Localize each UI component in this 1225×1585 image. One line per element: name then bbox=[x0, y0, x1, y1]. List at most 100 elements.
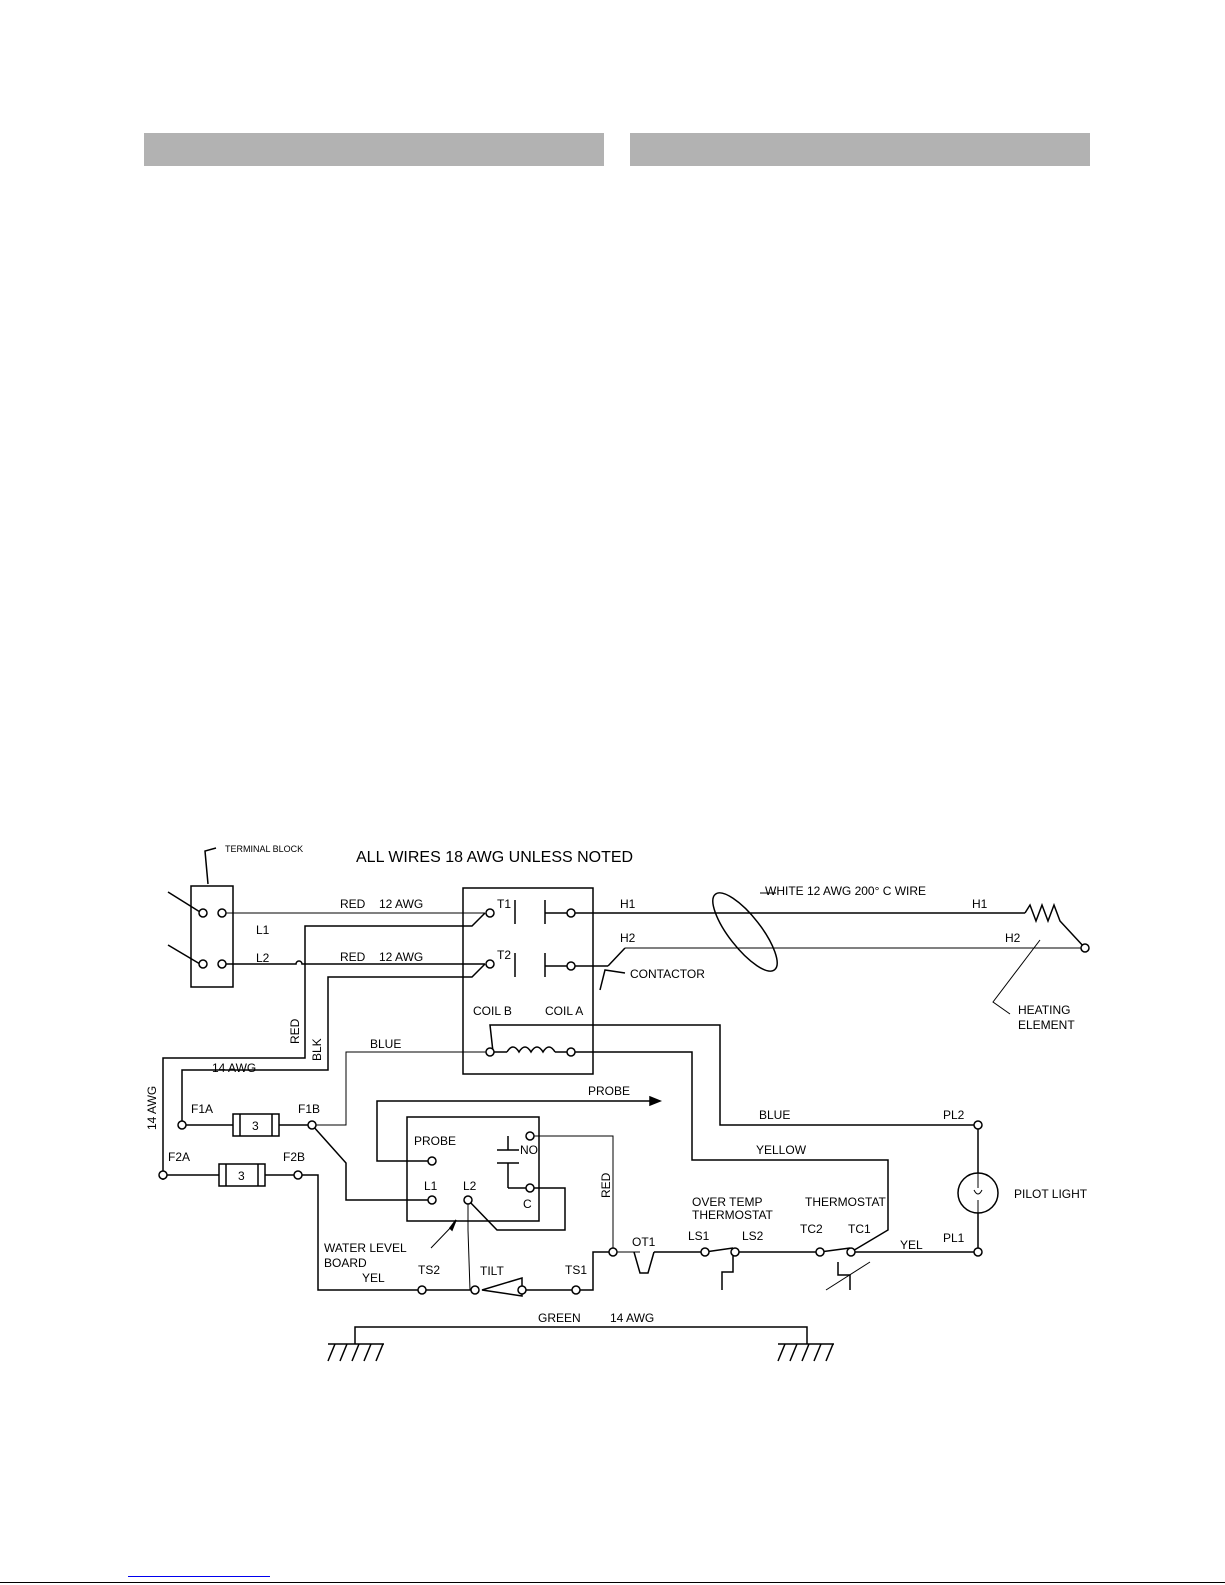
label-pl2: PL2 bbox=[943, 1108, 965, 1122]
terminal-tilt-right bbox=[517, 1285, 527, 1295]
labels: ALL WIRES 18 AWG UNLESS NOTED TERMINAL B… bbox=[145, 844, 1088, 1325]
label-no: NO bbox=[520, 1143, 538, 1157]
label-14awg-horizontal: 14 AWG bbox=[212, 1061, 256, 1075]
label-ts2: TS2 bbox=[418, 1263, 440, 1277]
label-blue-coil: BLUE bbox=[370, 1037, 401, 1051]
label-probe-top: PROBE bbox=[588, 1084, 630, 1098]
label-gauge-2: 12 AWG bbox=[379, 950, 423, 964]
ot1-symbol bbox=[633, 1251, 655, 1274]
header-bar-right bbox=[630, 133, 1090, 166]
terminal-coil-a bbox=[566, 1047, 576, 1057]
label-tc1: TC1 bbox=[848, 1222, 871, 1236]
label-over-temp-2: THERMOSTAT bbox=[692, 1208, 774, 1222]
tc-switch-blade bbox=[819, 1247, 851, 1253]
label-thermostat: THERMOSTAT bbox=[805, 1195, 887, 1209]
terminal-block bbox=[190, 885, 234, 988]
heating-element-leader bbox=[992, 939, 1041, 1015]
wires bbox=[162, 847, 1086, 1362]
terminal-ls2 bbox=[730, 1247, 740, 1257]
wire-yellow bbox=[570, 1051, 889, 1253]
terminal-f2b bbox=[293, 1170, 303, 1180]
label-board-l1: L1 bbox=[424, 1179, 438, 1193]
label-fuse-2: 3 bbox=[238, 1169, 245, 1183]
label-yel-right: YEL bbox=[900, 1238, 923, 1252]
wire-board-l2-c bbox=[467, 1187, 566, 1231]
label-l1: L1 bbox=[256, 923, 270, 937]
label-coil-b: COIL B bbox=[473, 1004, 512, 1018]
label-h1-element: H1 bbox=[972, 897, 988, 911]
label-ls2: LS2 bbox=[742, 1229, 764, 1243]
terminal-pl2 bbox=[973, 1120, 983, 1130]
label-contactor: CONTACTOR bbox=[630, 967, 705, 981]
ground-right-hatch bbox=[777, 1343, 834, 1362]
terminal-l2-out bbox=[217, 959, 227, 969]
wire-yel-ts2 bbox=[298, 1174, 422, 1291]
label-pl1: PL1 bbox=[943, 1231, 965, 1245]
label-yellow: YELLOW bbox=[756, 1143, 807, 1157]
label-tilt: TILT bbox=[480, 1264, 504, 1278]
footer-rule bbox=[0, 1582, 1225, 1583]
terminal-pl1 bbox=[973, 1247, 983, 1257]
terminal-f2a bbox=[158, 1170, 168, 1180]
label-t1: T1 bbox=[497, 897, 511, 911]
tilt-switch bbox=[481, 1276, 523, 1297]
wire-bundle-ellipse bbox=[712, 892, 778, 972]
label-water-level-2: BOARD bbox=[324, 1256, 367, 1270]
label-heating-element-2: ELEMENT bbox=[1018, 1018, 1075, 1032]
wire-coil-b-loop bbox=[489, 1024, 596, 1053]
terminal-ts2 bbox=[417, 1285, 427, 1295]
terminal-block-leader bbox=[204, 847, 217, 885]
wire-board-l2-tilt bbox=[467, 1200, 471, 1291]
label-yel-bottom: YEL bbox=[362, 1271, 385, 1285]
water-level-board bbox=[406, 1116, 540, 1222]
label-heating-element-1: HEATING bbox=[1018, 1003, 1070, 1017]
contactor-leader bbox=[599, 969, 626, 991]
label-over-temp-1: OVER TEMP bbox=[692, 1195, 762, 1209]
ground-wire-green bbox=[354, 1326, 808, 1344]
terminal-l1-in bbox=[198, 908, 208, 918]
terminal-heating-end bbox=[1080, 943, 1090, 953]
terminal-board-probe bbox=[427, 1156, 437, 1166]
label-fuse-1: 3 bbox=[252, 1119, 259, 1133]
label-blue-pl: BLUE bbox=[759, 1108, 790, 1122]
terminal-board-l2 bbox=[463, 1195, 473, 1205]
label-probe-board: PROBE bbox=[414, 1134, 456, 1148]
label-pilot-light: PILOT LIGHT bbox=[1014, 1187, 1088, 1201]
label-l2: L2 bbox=[256, 951, 270, 965]
label-board-l2: L2 bbox=[463, 1179, 477, 1193]
footer-link-underline[interactable] bbox=[128, 1576, 270, 1577]
terminal-block-label: TERMINAL BLOCK bbox=[225, 844, 303, 854]
label-c: C bbox=[523, 1197, 532, 1211]
terminal-t1 bbox=[485, 908, 495, 918]
label-h2-contactor: H2 bbox=[620, 931, 636, 945]
wire-red-l1 bbox=[162, 912, 486, 1180]
label-red-1: RED bbox=[340, 897, 366, 911]
terminal-coil-b bbox=[485, 1047, 495, 1057]
label-red-vertical: RED bbox=[288, 1018, 302, 1044]
label-white-wire: WHITE 12 AWG 200° C WIRE bbox=[765, 884, 926, 898]
terminal-tilt-left bbox=[470, 1285, 480, 1295]
label-f1a: F1A bbox=[191, 1102, 213, 1116]
probe-arrow bbox=[649, 1095, 663, 1107]
label-14awg-vertical: 14 AWG bbox=[145, 1086, 159, 1130]
label-coil-a: COIL A bbox=[545, 1004, 583, 1018]
heating-element-coil bbox=[1024, 902, 1086, 949]
label-f2a: F2A bbox=[168, 1150, 190, 1164]
wire-blue-coil-b bbox=[312, 1051, 493, 1126]
label-red-2: RED bbox=[340, 950, 366, 964]
wire-blue-pl2 bbox=[596, 1024, 978, 1126]
terminal-ls1 bbox=[700, 1247, 710, 1257]
label-ot1: OT1 bbox=[632, 1235, 656, 1249]
terminal-l1-out bbox=[217, 908, 227, 918]
label-ls1: LS1 bbox=[688, 1229, 710, 1243]
label-gauge-1: 12 AWG bbox=[379, 897, 423, 911]
wire-f1b-board-l1 bbox=[311, 1124, 432, 1201]
terminal-tc2 bbox=[815, 1247, 825, 1257]
terminal-ts1 bbox=[571, 1285, 581, 1295]
incoming-line-l1 bbox=[167, 891, 201, 913]
label-water-level-1: WATER LEVEL bbox=[324, 1241, 407, 1255]
label-green: GREEN bbox=[538, 1311, 581, 1325]
terminal-board-l1 bbox=[427, 1195, 437, 1205]
terminal-h2 bbox=[566, 961, 576, 971]
